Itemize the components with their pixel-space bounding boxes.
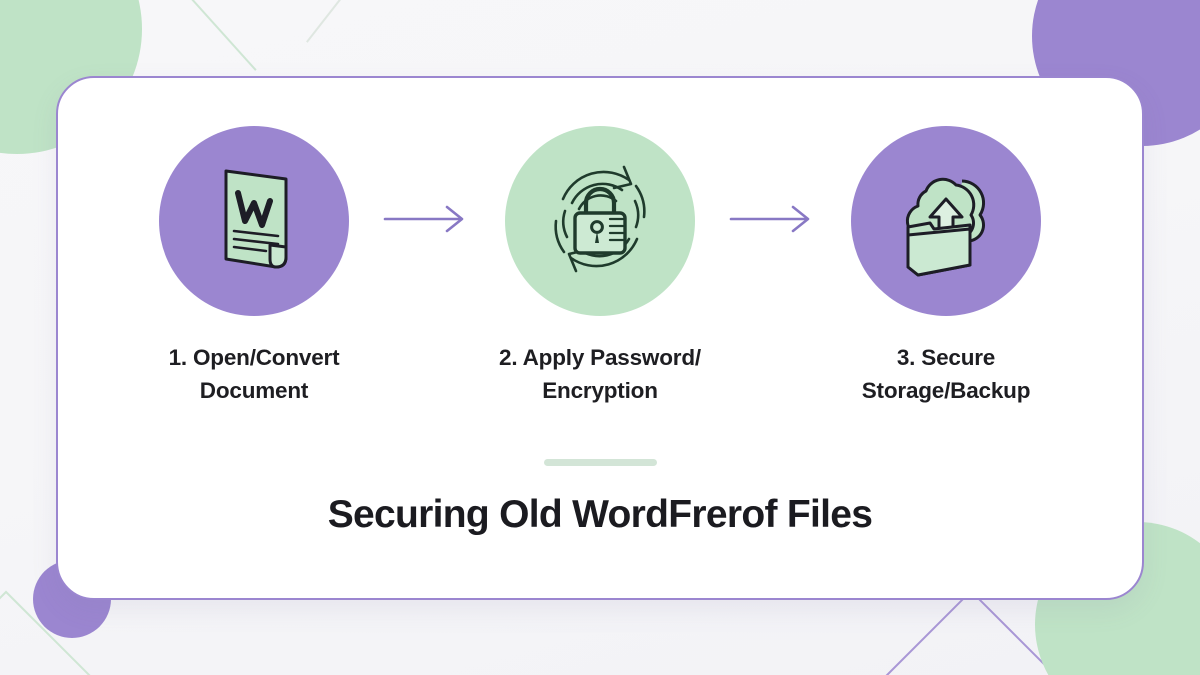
step-1-icon-circle (159, 126, 349, 316)
connector-arrow-2 (723, 126, 823, 316)
green-diagonal-line-two (306, 0, 400, 43)
arrow-right-icon (727, 202, 819, 241)
padlock-encryption-icon (534, 153, 666, 290)
cloud-folder-backup-icon (882, 155, 1010, 288)
process-step-3: 3. Secure Storage/Backup (823, 126, 1069, 407)
step-3-icon-circle (851, 126, 1041, 316)
word-document-icon (200, 159, 308, 284)
step-2-label: 2. Apply Password/ Encryption (499, 345, 701, 403)
connector-arrow-1 (377, 126, 477, 316)
step-1-label: 1. Open/Convert Document (168, 345, 340, 403)
process-card: 1. Open/Convert Document (56, 76, 1144, 600)
arrow-right-icon (381, 202, 473, 241)
title-accent-bar (543, 459, 657, 467)
step-2-icon-circle (505, 126, 695, 316)
page-title: Securing Old WordFrerof Files (327, 493, 873, 537)
step-3-label: 3. Secure Storage/Backup (861, 345, 1031, 403)
green-diagonal-line-one (141, 0, 257, 71)
process-step-1: 1. Open/Convert Document (131, 126, 377, 407)
process-step-2: 2. Apply Password/ Encryption (477, 126, 723, 407)
process-steps: 1. Open/Convert Document (58, 126, 1142, 407)
